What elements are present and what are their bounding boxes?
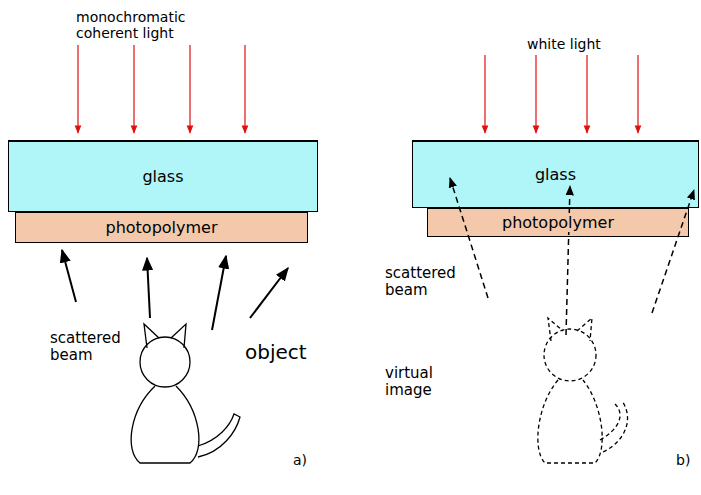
light-ray [133,45,134,133]
scattered-ray [147,258,150,318]
light-ray [637,55,638,133]
layer-fill [15,212,308,243]
layer-label: photopolymer [102,218,220,237]
light-ray [535,55,536,133]
light-ray [244,45,245,133]
light-ray [586,55,587,133]
panel-letter: b) [676,452,690,468]
annotation: virtual image [385,365,451,400]
virtual-rays [450,178,694,335]
annotation: white light [527,36,601,52]
photopolymer-layer: photopolymer [15,212,308,243]
layer-label: glass [139,167,186,186]
light-ray [189,45,190,133]
layer-label: photopolymer [499,213,617,232]
glass-plate: glass [412,140,699,208]
glass-plate: glass [8,140,318,212]
scattered-rays [62,250,288,330]
photopolymer-layer: photopolymer [427,208,689,237]
annotation: object [245,341,307,364]
annotation: scattered beam [385,265,457,300]
scattered-ray [250,268,288,318]
cat-virtual-image [538,318,628,463]
layer-fill [412,140,699,208]
layer-fill [8,140,318,212]
panel-letter: a) [293,452,307,468]
layer-fill [427,208,689,237]
light-ray [484,55,485,133]
scattered-ray [212,256,226,330]
light-rays [78,45,638,133]
layer-label: glass [532,165,579,184]
light-ray [77,45,78,133]
annotation: scattered beam [50,330,122,365]
cat-object [131,324,240,463]
scattered-ray [62,250,76,302]
annotation: monochromatic coherent light [76,9,188,41]
